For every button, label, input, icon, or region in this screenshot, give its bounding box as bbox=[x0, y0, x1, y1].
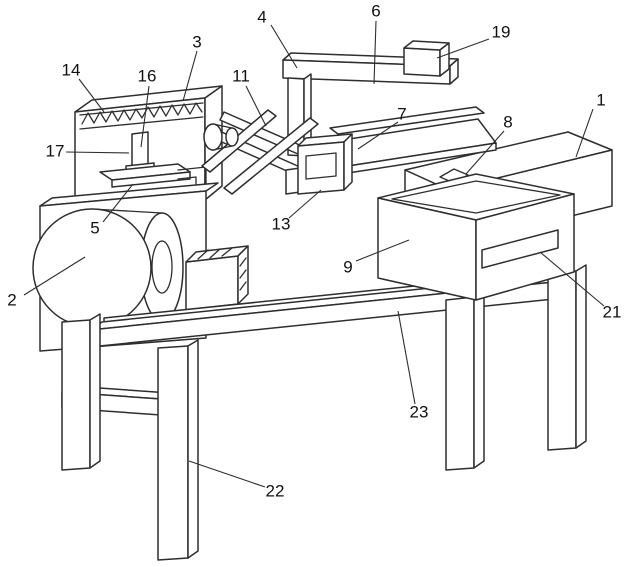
shelf-front bbox=[111, 171, 191, 188]
leader-line-19 bbox=[436, 38, 490, 59]
leader-line-17 bbox=[65, 151, 130, 154]
ref-label-21: 21 bbox=[602, 302, 622, 322]
leader-line-7 bbox=[357, 121, 399, 150]
leader-line-9 bbox=[355, 239, 410, 262]
leader-line-23 bbox=[397, 310, 416, 405]
roller-front-cap bbox=[203, 123, 223, 151]
leader-line-1 bbox=[575, 108, 594, 158]
roller-end-cap bbox=[225, 127, 239, 147]
motor-box-front bbox=[185, 255, 239, 311]
coil-spring bbox=[81, 102, 203, 125]
inner-bracket bbox=[131, 131, 149, 169]
ref-label-11: 11 bbox=[232, 66, 250, 86]
leader-lines bbox=[23, 20, 605, 488]
ref-label-14: 14 bbox=[61, 60, 81, 80]
leader-line-11 bbox=[245, 85, 267, 127]
ref-label-22: 22 bbox=[265, 481, 285, 501]
ref-label-4: 4 bbox=[257, 7, 267, 27]
leader-line-4 bbox=[270, 24, 298, 69]
leader-line-14 bbox=[78, 78, 105, 113]
ref-label-7: 7 bbox=[397, 104, 407, 124]
motor-box bbox=[185, 245, 249, 311]
leg-left-front-side bbox=[187, 339, 199, 559]
sensor-box-front bbox=[403, 47, 441, 77]
leg-right-rear bbox=[547, 270, 577, 451]
box-inner-rim bbox=[391, 180, 561, 214]
leader-line-8 bbox=[465, 130, 505, 175]
feed-plate bbox=[329, 106, 497, 174]
ref-label-9: 9 bbox=[343, 257, 353, 277]
leader-line-22 bbox=[188, 460, 266, 488]
ref-label-8: 8 bbox=[503, 112, 513, 132]
ref-label-23: 23 bbox=[409, 402, 429, 422]
ref-label-13: 13 bbox=[271, 214, 291, 234]
ref-label-17: 17 bbox=[45, 141, 65, 161]
leg-left-rear-front bbox=[61, 319, 91, 471]
clamp-side bbox=[343, 133, 353, 191]
gantry-beam-end bbox=[449, 58, 459, 85]
leg-left-front bbox=[157, 345, 189, 561]
collection-box bbox=[377, 173, 575, 301]
clamp-inner bbox=[305, 152, 337, 180]
ref-label-16: 16 bbox=[137, 66, 157, 86]
leg-right-front-side bbox=[473, 290, 485, 469]
ref-label-2: 2 bbox=[7, 290, 17, 310]
clamp-front bbox=[297, 141, 345, 195]
leader-line-13 bbox=[288, 189, 322, 219]
clamp-head bbox=[285, 133, 353, 195]
leader-line-2 bbox=[23, 256, 86, 296]
leader-line-6 bbox=[373, 20, 377, 85]
leader-line-16 bbox=[140, 85, 150, 148]
ref-label-6: 6 bbox=[371, 1, 381, 21]
leader-line-5 bbox=[102, 183, 134, 223]
ref-label-5: 5 bbox=[90, 218, 100, 238]
sensor-box-side bbox=[439, 42, 450, 77]
cross-bar-1 bbox=[223, 117, 319, 195]
leg-right-rear-side bbox=[575, 264, 587, 449]
plate-back-strip bbox=[329, 106, 485, 135]
cylinder-end-inner bbox=[151, 240, 173, 294]
slot-plate bbox=[481, 229, 559, 269]
ref-label-3: 3 bbox=[192, 32, 202, 52]
leg-right-front bbox=[445, 296, 475, 471]
table-legs bbox=[61, 264, 587, 561]
ref-label-19: 19 bbox=[491, 22, 511, 42]
spring-channel-bottom bbox=[79, 116, 204, 130]
motor-box-hatch bbox=[197, 247, 247, 291]
leader-line-21 bbox=[539, 251, 605, 307]
leader-line-3 bbox=[182, 50, 198, 102]
leg-left-rear-side bbox=[89, 313, 101, 469]
roller-cylinder bbox=[32, 208, 184, 328]
ref-label-1: 1 bbox=[596, 90, 606, 110]
